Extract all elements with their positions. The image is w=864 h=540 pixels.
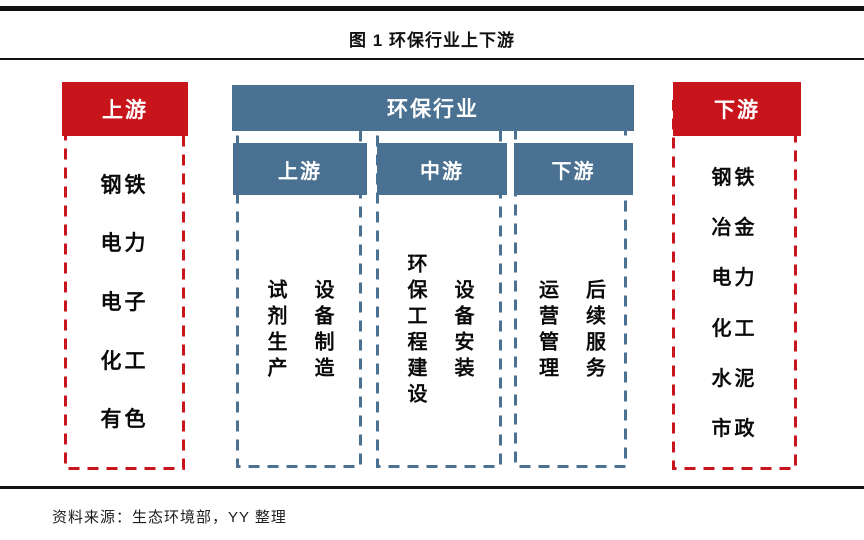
upstream-item-list: 钢铁 电力 电子 化工 有色 bbox=[64, 140, 185, 462]
industry-upstream-body: 试剂生产 设备制造 bbox=[236, 200, 362, 462]
bottom-rule bbox=[0, 486, 864, 489]
top-rule bbox=[0, 6, 864, 11]
vertical-label: 设备安装 bbox=[451, 279, 473, 383]
industry-downstream-body: 运营管理 后续服务 bbox=[514, 200, 627, 462]
figure-title: 图 1 环保行业上下游 bbox=[349, 31, 515, 50]
upstream-item: 有色 bbox=[100, 408, 149, 432]
industry-downstream-header: 下游 bbox=[514, 143, 633, 195]
downstream-item: 电力 bbox=[711, 267, 758, 290]
upstream-item: 化工 bbox=[100, 349, 149, 373]
title-rule bbox=[0, 58, 864, 60]
vertical-label: 环保工程建设 bbox=[404, 253, 426, 409]
industry-upstream-header: 上游 bbox=[233, 143, 367, 195]
vertical-label: 运营管理 bbox=[535, 279, 558, 383]
downstream-item: 钢铁 bbox=[711, 167, 758, 190]
vertical-label: 设备制造 bbox=[311, 279, 333, 383]
industry-downstream-dashed-box bbox=[514, 100, 627, 468]
vertical-label: 试剂生产 bbox=[264, 279, 286, 383]
upstream-item: 电子 bbox=[100, 290, 149, 314]
downstream-item: 化工 bbox=[711, 317, 758, 340]
vertical-label: 后续服务 bbox=[582, 279, 605, 383]
downstream-panel-header: 下游 bbox=[673, 82, 801, 136]
industry-panel-header: 环保行业 bbox=[232, 85, 634, 131]
upstream-item: 电力 bbox=[100, 232, 149, 256]
downstream-item: 水泥 bbox=[711, 367, 758, 390]
downstream-item: 市政 bbox=[711, 417, 758, 440]
industry-midstream-header: 中游 bbox=[377, 143, 507, 195]
industry-midstream-body: 环保工程建设 设备安装 bbox=[376, 200, 502, 462]
downstream-item: 冶金 bbox=[711, 217, 758, 240]
upstream-item: 钢铁 bbox=[100, 173, 149, 197]
upstream-panel-header: 上游 bbox=[62, 82, 188, 136]
source-text: 资料来源：生态环境部，YY 整理 bbox=[52, 509, 287, 526]
downstream-item-list: 钢铁 冶金 电力 化工 水泥 市政 bbox=[672, 140, 797, 462]
